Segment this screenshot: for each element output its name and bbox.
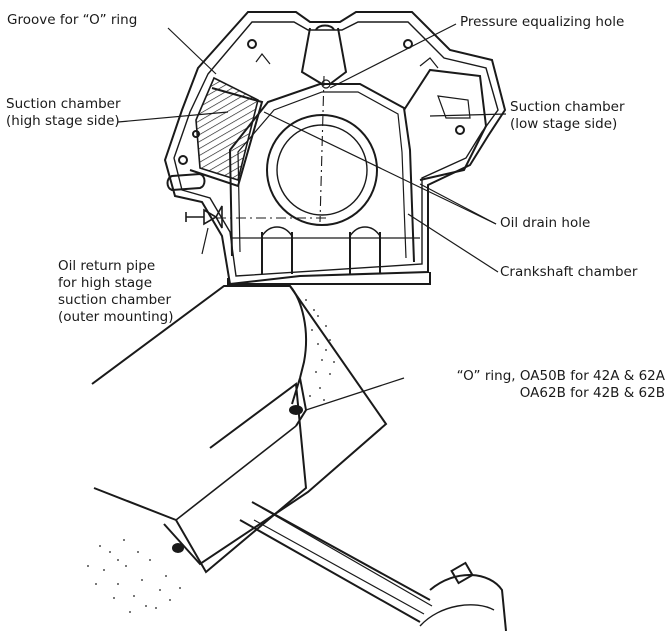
label-suction-low-line2: (low stage side) — [510, 116, 618, 132]
label-suction-high-line2: (high stage side) — [6, 113, 120, 129]
label-oil-return-line1: Oil return pipe — [58, 258, 156, 274]
hatched-suction-chamber — [195, 76, 259, 182]
leader-lines — [117, 23, 507, 411]
label-suction-high-line1: Suction chamber — [6, 96, 121, 112]
label-pressure-equalizing-hole: Pressure equalizing hole — [460, 14, 625, 30]
label-oil-return-line2: for high stage — [58, 275, 153, 291]
label-suction-low-line1: Suction chamber — [510, 99, 625, 115]
oil-return-pipe-symbol — [185, 205, 223, 229]
label-oil-return-line3: suction chamber — [58, 292, 171, 308]
label-o-ring-line2: OA62B for 42B & 62B — [519, 385, 665, 401]
stipple-shading — [87, 299, 335, 613]
label-crankshaft-chamber: Crankshaft chamber — [500, 264, 638, 280]
center-lines — [216, 75, 330, 223]
piston-assembly — [91, 285, 507, 631]
label-o-ring-line1: “O” ring, OA50B for 42A & 62A — [456, 368, 665, 384]
label-groove-o-ring: Groove for “O” ring — [7, 12, 138, 28]
label-oil-drain-hole: Oil drain hole — [500, 215, 591, 231]
label-oil-return-line4: (outer mounting) — [58, 309, 174, 325]
